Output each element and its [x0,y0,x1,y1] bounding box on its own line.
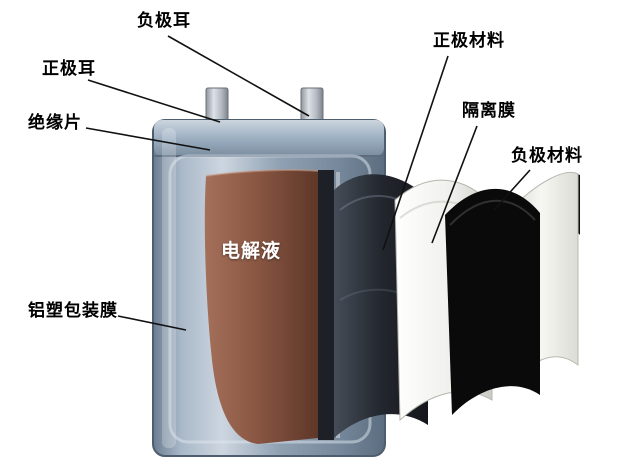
insulation-sheet-label: 绝缘片 [28,113,82,133]
cathode-material-label: 正极材料 [433,31,505,51]
electrode-stack-edge [318,170,334,440]
anode-sheet [445,188,540,415]
leader-lines [85,35,531,331]
leader-line-packaging [117,315,187,331]
separator-film-label: 隔离膜 [462,101,516,121]
leader-line-positive-tab [87,79,221,123]
leader-line-cathode [382,55,449,251]
leader-line-negative-tab [167,35,310,117]
negative-tab-label: 负极耳 [137,11,191,31]
leader-line-insulation [85,127,211,151]
electrolyte-label: 电解液 [221,240,282,262]
aluminum-plastic-film-label: 铝塑包装膜 [28,301,118,321]
anode-material-label: 负极材料 [511,146,583,166]
leader-line-separator [431,125,478,244]
electrolyte-region [204,169,340,445]
positive-tab-label: 正极耳 [42,59,96,79]
leader-line-anode [493,169,531,211]
